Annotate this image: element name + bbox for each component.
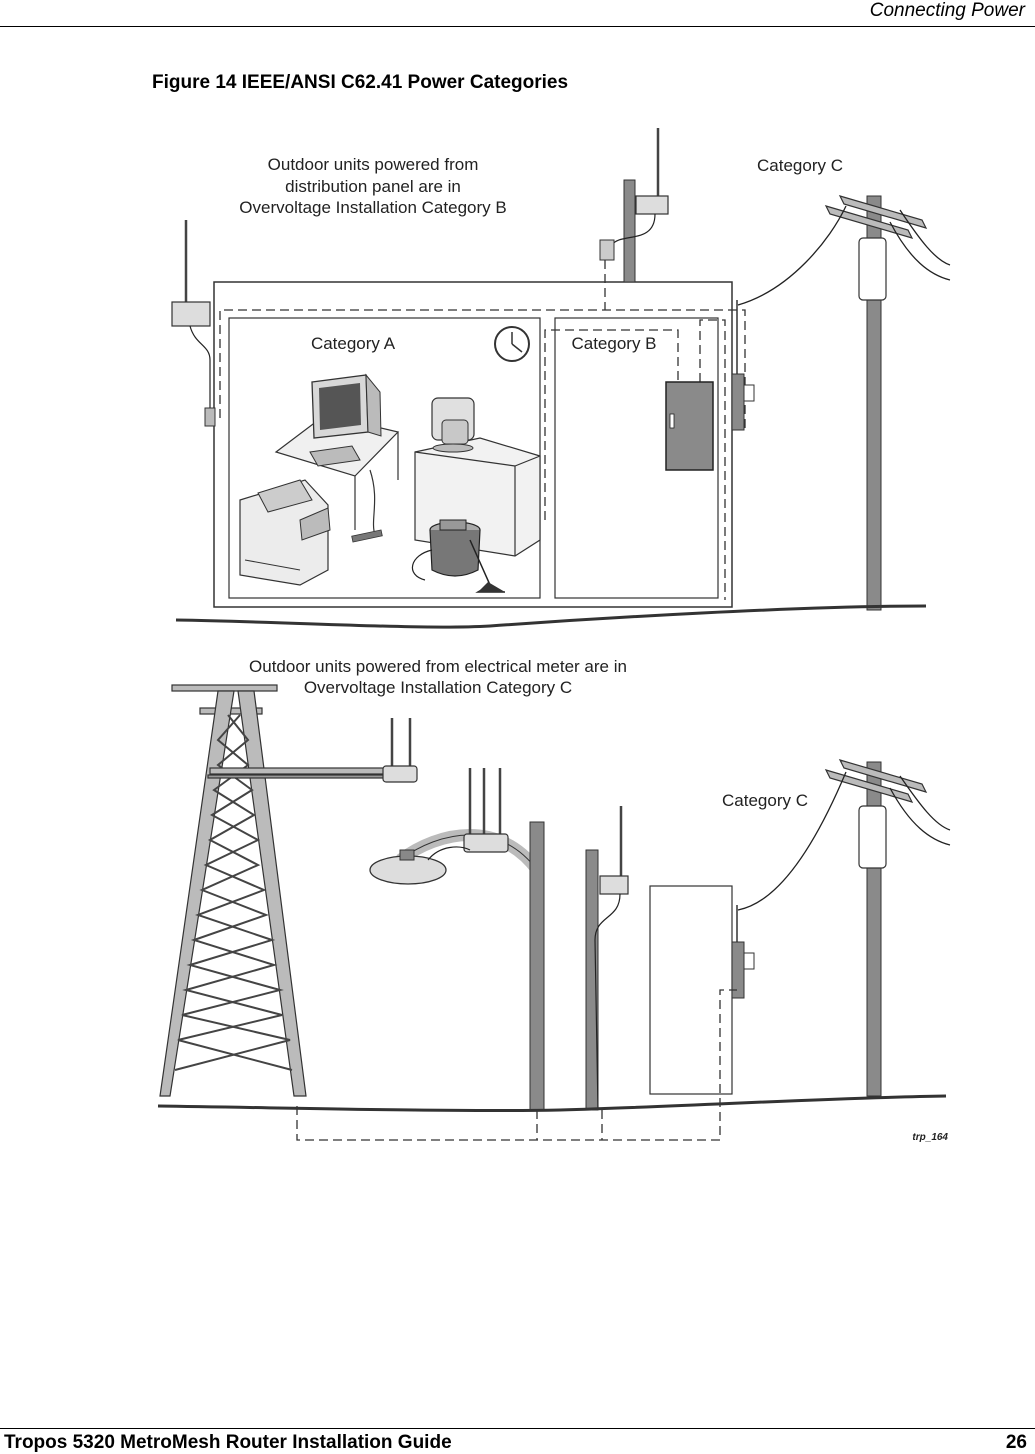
- figure-id: trp_164: [912, 1132, 948, 1143]
- tower-router-icon: [382, 718, 418, 783]
- top-note-line-1: Outdoor units powered from: [268, 155, 479, 174]
- lattice-tower-icon: [159, 684, 391, 1097]
- bottom-category-c-label: Category C: [722, 791, 808, 810]
- footer-rule: [0, 1428, 1035, 1429]
- street-pole-router-icon: [599, 128, 669, 283]
- category-a-label: Category A: [311, 334, 396, 353]
- figure-caption: Figure 14 IEEE/ANSI C62.41 Power Categor…: [152, 72, 569, 93]
- running-header-title: Connecting Power: [869, 0, 1025, 21]
- power-categories-illustration: Outdoor units powered from distribution …: [157, 128, 951, 1143]
- bottom-note-line-1: Outdoor units powered from electrical me…: [249, 657, 627, 676]
- coffee-maker-icon: [431, 397, 475, 453]
- footer-guide-title: Tropos 5320 MetroMesh Router Installatio…: [4, 1432, 452, 1453]
- top-scene: Outdoor units powered from distribution …: [171, 128, 951, 629]
- category-b-label: Category B: [571, 334, 656, 353]
- electrical-meter-icon: [731, 300, 755, 431]
- utility-pole-bottom-icon: [737, 759, 951, 1097]
- dashed-wiring-top: [219, 309, 746, 430]
- utility-pole-top-icon: [737, 195, 951, 611]
- dashed-wiring-panel: [544, 329, 679, 520]
- page-number: 26: [1005, 1432, 1027, 1453]
- service-building: [649, 885, 733, 1095]
- ground-line-bottom: [157, 1094, 947, 1113]
- electrical-meter-bottom-icon: [731, 905, 755, 999]
- bottom-note-line-2: Overvoltage Installation Category C: [304, 678, 572, 697]
- header-rule: [0, 26, 1035, 27]
- dashed-wiring-underground: [296, 989, 737, 1141]
- copier-icon: [239, 479, 331, 586]
- pole-router-icon: [585, 806, 629, 1111]
- vacuum-cleaner-icon: [412, 519, 505, 593]
- top-note-line-3: Overvoltage Installation Category B: [239, 198, 506, 217]
- bottom-scene: Outdoor units powered from electrical me…: [157, 657, 951, 1143]
- dashed-wiring-service: [699, 319, 726, 600]
- top-category-c-label: Category C: [757, 156, 843, 175]
- ground-line-top: [175, 604, 927, 629]
- top-note-line-2: distribution panel are in: [285, 177, 461, 196]
- clock-icon: [494, 326, 530, 362]
- computer-workstation-icon: [274, 373, 400, 543]
- wall-mounted-router-icon: [171, 220, 216, 427]
- streetlight-router-icon: [369, 768, 545, 1111]
